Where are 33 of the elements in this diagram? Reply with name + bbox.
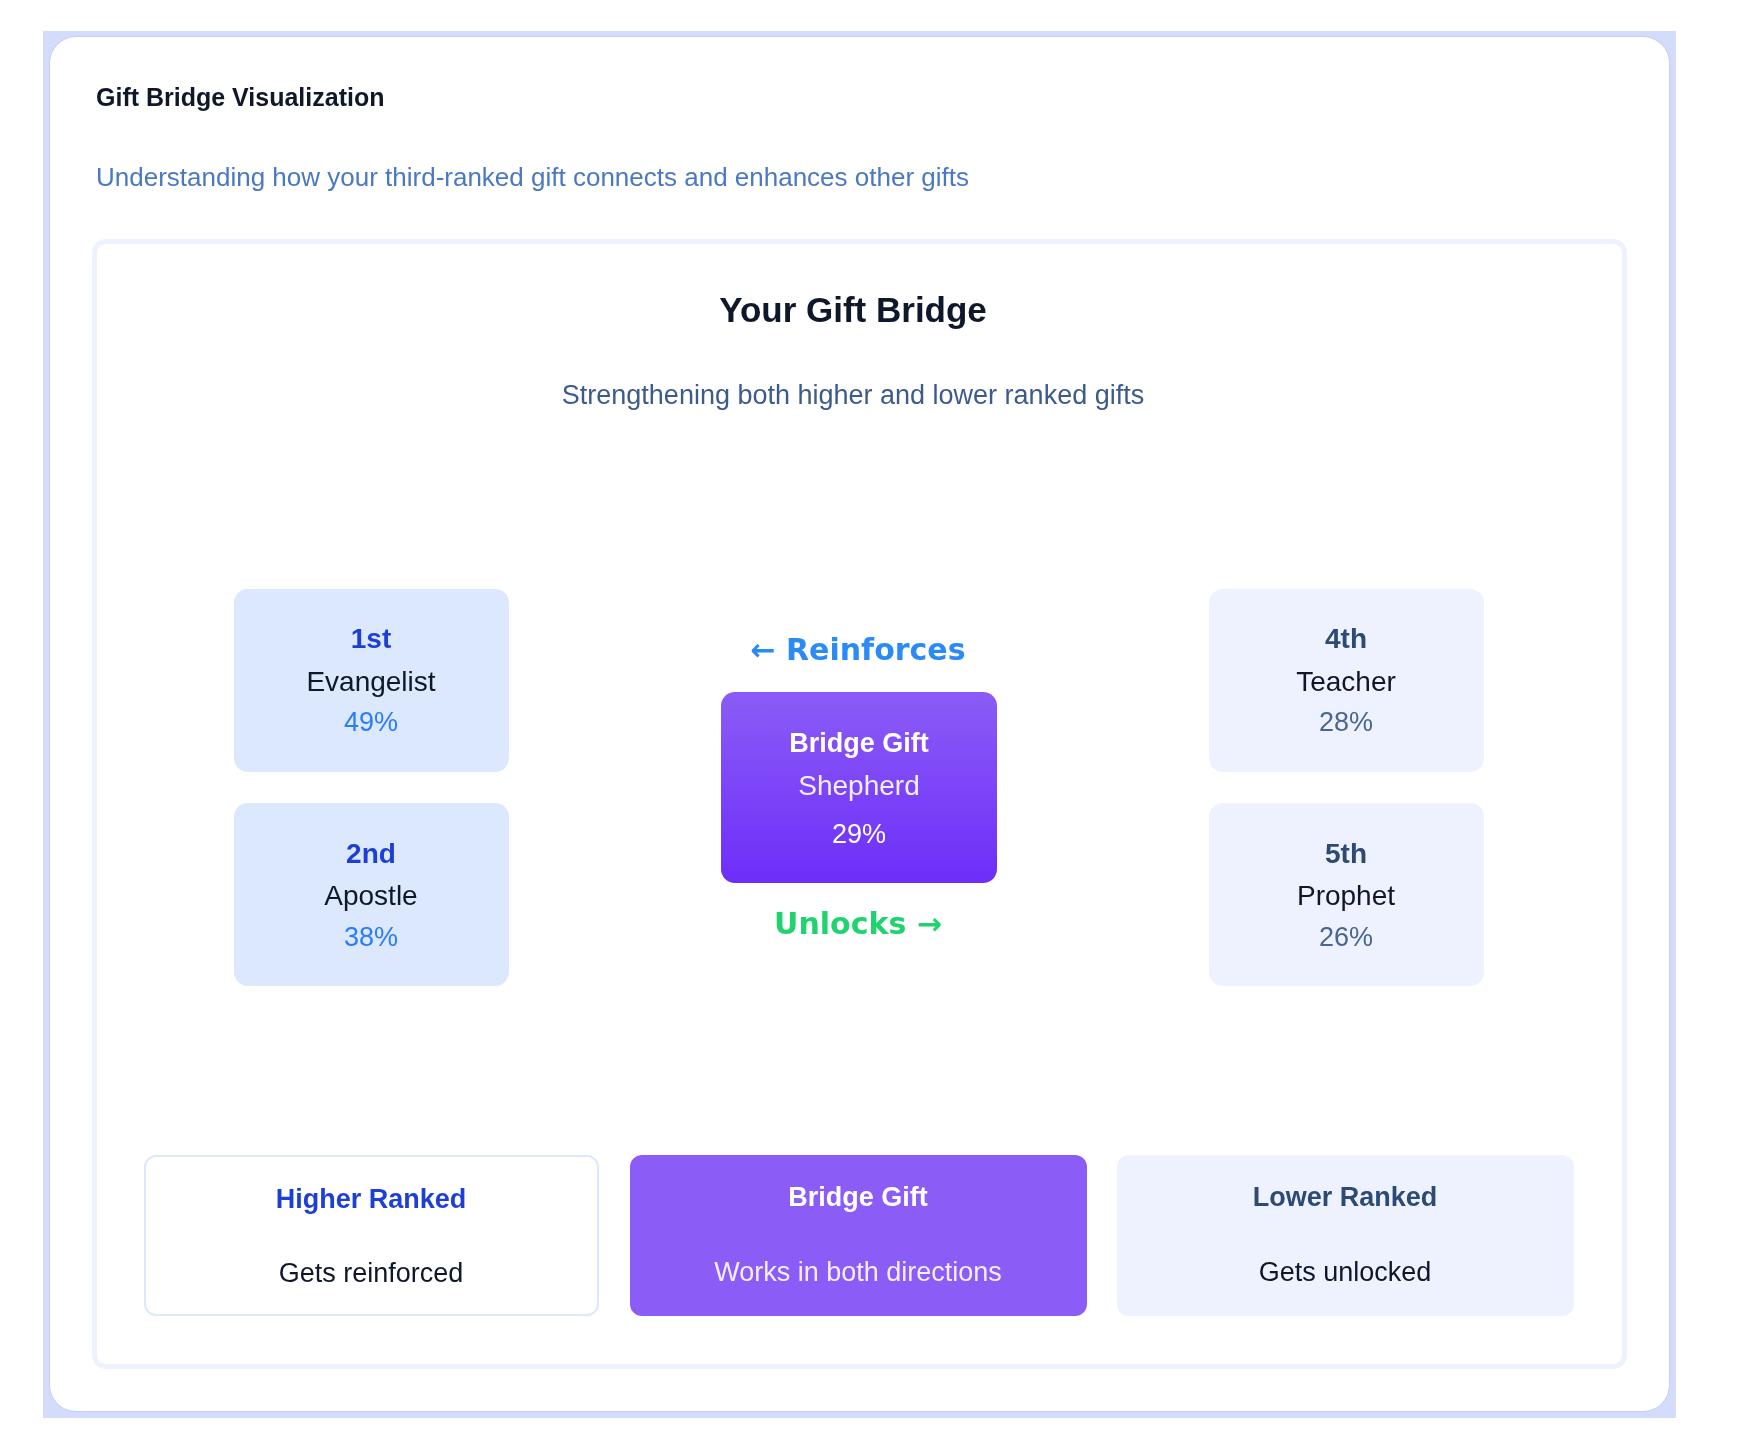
summary-card	[144, 1155, 599, 1316]
gift-name: Prophet	[1296, 879, 1396, 913]
direction-label: ← Reinforces	[750, 632, 966, 668]
direction-label: Unlocks →	[774, 906, 942, 942]
summary-card	[630, 1155, 1087, 1316]
score-percent: 28%	[1319, 705, 1373, 739]
diagram-panel	[92, 239, 1627, 1369]
gift-name: Shepherd	[798, 769, 920, 803]
card-description: Gets unlocked	[1258, 1255, 1432, 1289]
rank-label: 5th	[1325, 837, 1367, 871]
gift-name: Evangelist	[306, 665, 436, 699]
gift-card	[234, 803, 509, 986]
rank-label: 1st	[350, 622, 392, 656]
bridge-gift-card	[721, 692, 997, 883]
panel-heading: Your Gift Bridge	[719, 289, 987, 331]
rank-label: 2nd	[346, 837, 396, 871]
rank-label: 4th	[1325, 622, 1367, 656]
card-description: Works in both directions	[714, 1255, 1002, 1289]
subtitle: Understanding how your third-ranked gift connects and enhances other gifts	[96, 162, 969, 194]
gift-card	[234, 589, 509, 772]
score-percent: 49%	[344, 705, 398, 739]
card-heading: Bridge Gift	[788, 1180, 928, 1214]
score-percent: 29%	[832, 817, 886, 851]
card-description: Gets reinforced	[278, 1256, 464, 1290]
gift-name: Teacher	[1296, 665, 1396, 699]
card-title: Gift Bridge Visualization	[96, 82, 385, 112]
score-percent: 26%	[1319, 920, 1373, 954]
card-heading: Higher Ranked	[275, 1182, 467, 1216]
card-heading: Bridge Gift	[789, 726, 929, 760]
score-percent: 38%	[344, 920, 398, 954]
gift-name: Apostle	[324, 879, 418, 913]
panel-subheading: Strengthening both higher and lower ranked gifts	[561, 378, 1145, 412]
card-heading: Lower Ranked	[1252, 1180, 1438, 1214]
